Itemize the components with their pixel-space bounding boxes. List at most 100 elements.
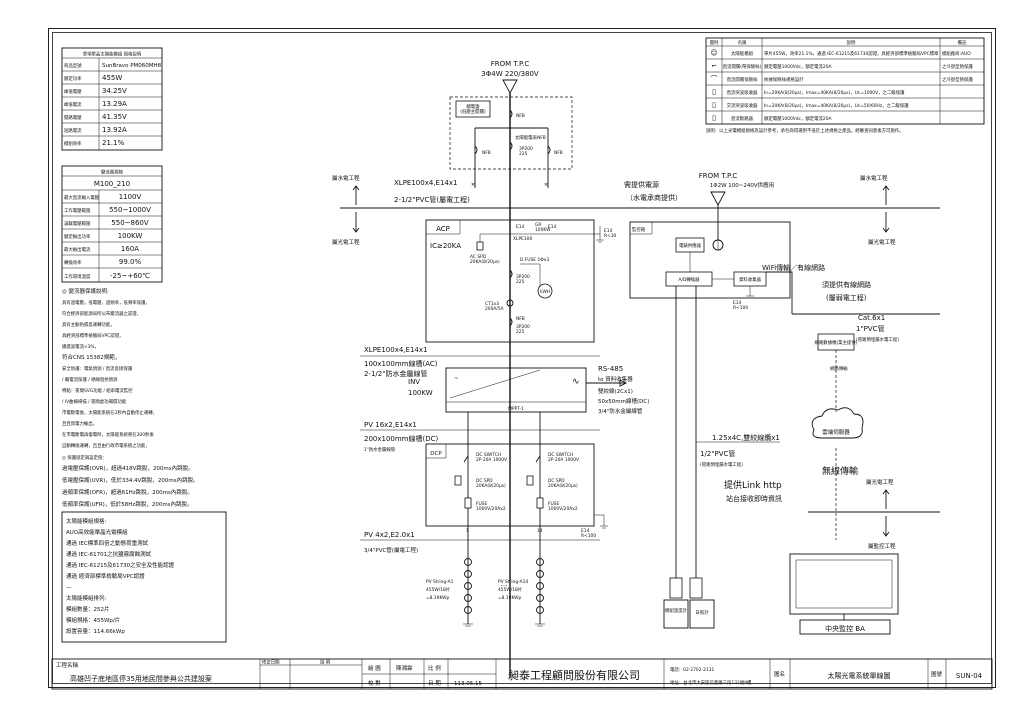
conduit-3: 1"防水金屬線管 xyxy=(364,446,396,453)
pv-cable-1: PV 16x2,E14x1 xyxy=(364,421,417,429)
irradiance-sensor-icon xyxy=(689,577,703,599)
inverter-spec-table: 變流器規格 M100_210 最大直流輸入電壓 1100V 工作電壓範圍 550… xyxy=(61,165,163,283)
string-a14-l1: 455W/18片 xyxy=(498,586,522,593)
legend-header: 說明 xyxy=(847,39,856,46)
legend-note: 之冷卻型熱保護 xyxy=(942,63,973,70)
string-a1-l1: 455W/18片 xyxy=(426,586,450,593)
note-line: 特點：夜間SVG功能 / 組串電流監控 xyxy=(62,387,133,394)
module-spec-heading: 太陽能模組規格: xyxy=(66,517,107,525)
drawing-name: 太陽光電系統單線圖 xyxy=(828,671,891,680)
drawer-name: 陳湘霖 xyxy=(396,664,413,672)
conduit-6b: (管路預埋屬水電工程) xyxy=(700,461,743,468)
note-line: 安全防護：電氣偵測 / 直流反接保護 xyxy=(62,365,133,372)
module-spec-box: 太陽能模組規格: AUO高效能單晶光電模組 通過 IEC標準四倍之動態荷重測試 … xyxy=(61,511,227,643)
company-phone: 電話：02-2702-2131 xyxy=(670,666,714,673)
drawing-number: SUN-04 xyxy=(956,672,983,680)
pv-string-a14: PV String-A14 455W/18片 =8.19KWp xyxy=(498,558,545,627)
tpc-main-label: FROM T.P.C xyxy=(491,60,530,68)
note-line: 具有主動防孤島運轉功能， xyxy=(62,321,115,328)
switch-icon: ⌐ xyxy=(711,62,717,70)
protection-line: 低頻率保護(UFR)，低於58Hz跳脫，200ms內跳脫。 xyxy=(62,500,193,508)
net-trans: 網路傳輸 xyxy=(830,365,848,372)
legend-note: 模組廠商:AUO xyxy=(942,50,971,57)
company-name: 昶泰工程顧問股份有限公司 xyxy=(508,668,640,682)
solar-nfb-label: 太陽能電表NFB xyxy=(515,134,546,141)
acp-name: ACP xyxy=(436,225,450,233)
module-row-value: 41.35V xyxy=(102,113,127,121)
note-line: 自動轉換運轉，且且由行政市電系統之功能， xyxy=(62,442,150,449)
conduit-4: 3/4"PVC管(屬電工程) xyxy=(364,546,418,554)
array-line: 模組規格：455Wp/片 xyxy=(66,616,120,624)
project-label: 工程名稱 xyxy=(56,661,79,669)
tpc-aux-need: 需提供電源 xyxy=(624,180,659,189)
pv-module-icon xyxy=(536,594,544,602)
svg-text:×: × xyxy=(471,182,476,188)
inverter-model: M100_210 xyxy=(94,180,130,188)
right-up-label-2: 屬光電工程 xyxy=(866,478,894,486)
module-row-value: 13.92A xyxy=(102,126,127,134)
conduit-2: 2-1/2"防水金屬線管 xyxy=(364,369,427,378)
ba-monitor: 中央監控 BA xyxy=(789,553,899,635)
string-a1-name: PV String-A1 xyxy=(426,579,454,585)
note-line: / 離電流保護 / 絕緣阻抗偵測 xyxy=(62,376,118,383)
module-spec-table: 單項單晶太陽能模組 規格說明 商品型號 SunBravo PM060MH8 額定… xyxy=(61,47,163,151)
inner-frame xyxy=(52,32,992,684)
module-row-value: 455W xyxy=(102,74,122,82)
ad-converter: A/D轉換器 xyxy=(678,276,700,283)
scale-label: 比 例 xyxy=(428,664,441,672)
inverter-row-value: 99.0% xyxy=(119,258,142,266)
note-line: 具經濟部標準檢驗局VPC認證， xyxy=(62,332,123,339)
module-spec-line: AUO高效能單晶光電模組 xyxy=(66,528,128,536)
note-line: 符合經濟部能源局所公布變流器之認證， xyxy=(62,310,141,317)
string-a1-l2: =8.19KWp xyxy=(426,595,450,601)
conduit-5: 1"PVC管 xyxy=(856,324,885,333)
note-line: 總諧波電流<3%， xyxy=(62,343,99,350)
need-net: 須提供有線網路 xyxy=(822,280,871,289)
tpc-aux-sub: 1Φ2W 100~240V供應用 xyxy=(710,181,774,189)
conduit-5b: (管路預埋屬水電工程) xyxy=(856,336,899,343)
wireless-label: 無線傳輸 xyxy=(822,465,858,477)
modem: 網路數據機(業主提供) xyxy=(815,339,858,346)
module-table-title: 單項單晶太陽能模組 規格說明 xyxy=(83,51,142,58)
sensor-cable: 1.25x4C,雙絞線纜x1 1/2"PVC管 (管路預埋屬水電工程) 提供Li… xyxy=(696,433,782,503)
note-line: 市電斷電後，太陽能系統在2秒內自動停止運轉， xyxy=(62,409,157,416)
dcp-index-1: 1 xyxy=(466,528,469,534)
title-block: 工程名稱 高雄凹子底地區停35用地民間參與公共建設案 修正日期 說 明 繪 圖 … xyxy=(51,659,993,690)
string-dots: ... xyxy=(501,580,508,588)
acp-e14b: E14 xyxy=(548,224,557,230)
protection-heading: ◎ 保護協定調設定值： xyxy=(62,454,107,461)
left-boundary: 屬水電工程 屬光電工程 XLPE100x4,E14x1 2-1/2"PVC管(屬… xyxy=(332,174,620,246)
tpc-aux-label: FROM T.P.C xyxy=(699,172,738,180)
inverter-row-value: 550~1000V xyxy=(109,206,151,214)
legend-desc: 額定電壓1000Vdc，額定電流20A xyxy=(764,115,832,122)
legend-desc: 額定電壓1000Vdc，額定電流20A xyxy=(764,63,832,70)
rs485-line2: to 資料收集器 xyxy=(598,375,633,383)
ac-spd-icon: ▯ xyxy=(712,101,716,109)
nfb-label: NFB xyxy=(516,113,525,119)
legend-name: 直流開關(帶保險絲) xyxy=(723,63,762,70)
protection-line: 低電壓保護(UVR)，低於334.4V跳脫，200ms內跳脫。 xyxy=(62,476,199,484)
boundary-down-label: 屬光電工程 xyxy=(332,238,360,246)
inverter-row-label: 最大直流輸入電壓 xyxy=(64,194,100,201)
note-line: 具有過電壓，低電壓，過頻率，低頻率保護， xyxy=(62,299,150,306)
module-row-label: 開路電壓 xyxy=(64,114,82,121)
link-label: 提供Link http xyxy=(724,479,782,491)
legend-name: 直流突波吸收器 xyxy=(727,89,758,96)
pv-cable-2: PV 4x2,E2.0x1 xyxy=(364,531,415,539)
tpc-main-sub: 3Φ4W 220/380V xyxy=(481,70,539,78)
legend-desc: In=20KA(8/20μs)，Imax=40KA(8/20μs)，Uc=100… xyxy=(764,89,905,96)
nfb-label: NFB xyxy=(482,150,491,156)
module-row-value: 34.25V xyxy=(102,87,127,95)
legend-name: 交流突波吸收器 xyxy=(727,102,758,109)
legend-name: 太陽能模組 xyxy=(731,50,754,57)
link-label-2: 站台接收即時資訊 xyxy=(726,494,782,503)
